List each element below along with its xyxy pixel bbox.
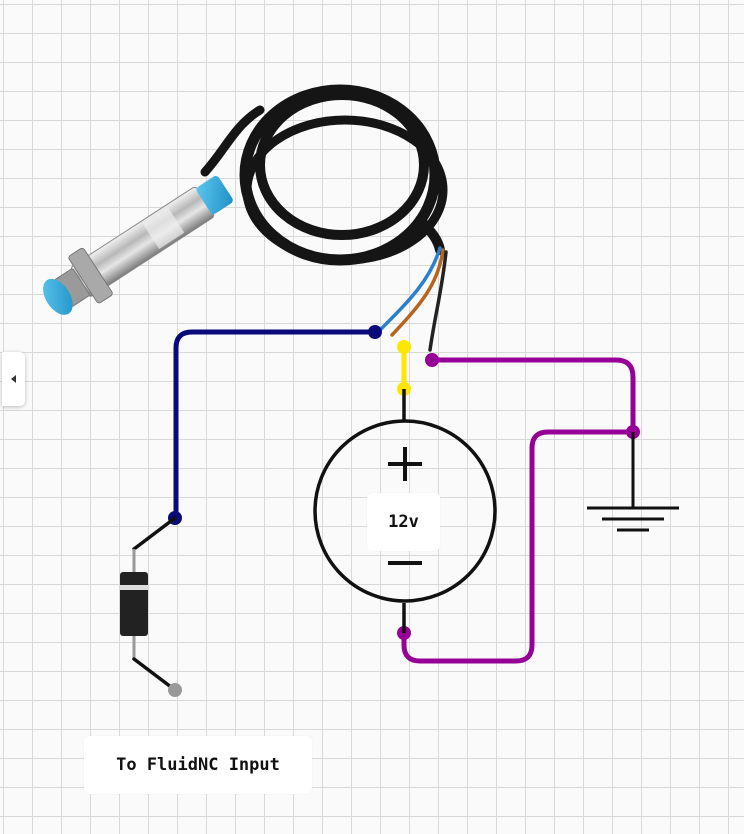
diode-body	[120, 572, 148, 636]
sensor-cable-coil	[200, 84, 448, 266]
dc-voltage-source[interactable]	[313, 389, 497, 633]
diode-cathode-band	[120, 585, 148, 590]
proximity-sensor[interactable]	[33, 84, 448, 352]
signal-wire-endpoint-sensor[interactable]	[368, 325, 382, 339]
signal-wire[interactable]	[173, 329, 378, 521]
collapse-left-icon	[11, 375, 16, 383]
ground-wire-endpoint-sensor[interactable]	[425, 353, 439, 367]
sensor-body	[43, 176, 233, 315]
diode[interactable]	[120, 516, 182, 697]
positive-wire-endpoint-sensor[interactable]	[397, 340, 411, 354]
diode-lead-top-angled	[132, 516, 177, 551]
ground-wire-sensor[interactable]	[429, 357, 636, 435]
ground-wire-source[interactable]	[401, 429, 636, 664]
diode-terminal[interactable]	[168, 683, 182, 697]
diode-lead-bottom-angled	[132, 657, 177, 692]
source-circle	[313, 419, 497, 603]
side-panel-toggle[interactable]	[2, 352, 25, 406]
plus-icon	[388, 447, 422, 481]
ground-symbol[interactable]	[587, 432, 679, 532]
voltage-label: 12v	[367, 493, 440, 551]
sensor-wire-ends	[378, 246, 448, 352]
fluidnc-note: To FluidNC Input	[84, 736, 312, 794]
